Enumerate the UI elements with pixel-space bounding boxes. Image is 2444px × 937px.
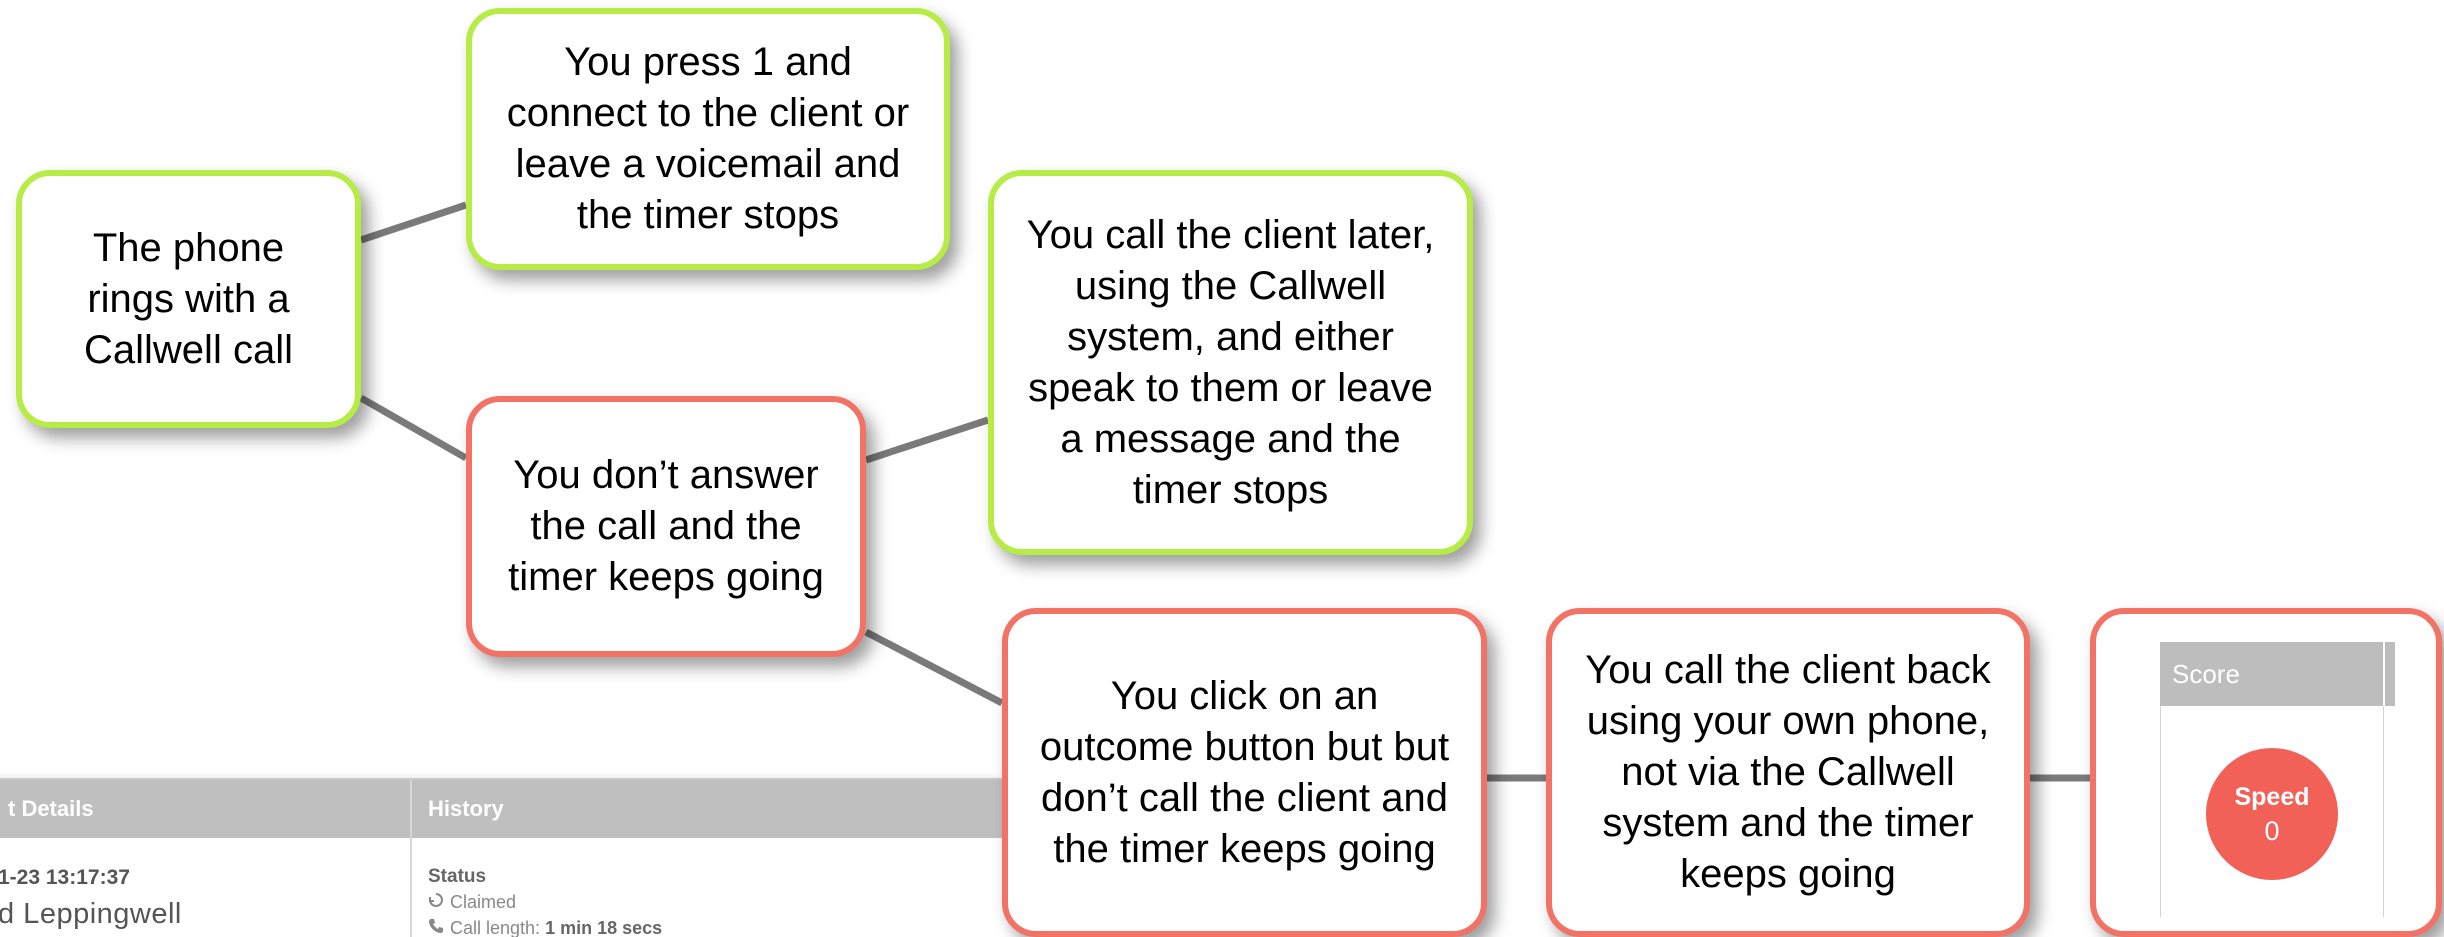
client-name: d Leppingwell — [0, 898, 182, 930]
speed-value: 0 — [2264, 816, 2280, 846]
score-card: Score Speed 0 — [2160, 642, 2395, 917]
call-timestamp: 1-23 13:17:37 — [0, 866, 130, 889]
score-card-border — [2383, 706, 2384, 917]
status-label: Status — [428, 866, 487, 887]
speed-label: Speed — [2234, 783, 2310, 811]
node-outcome-no-call: You click on an outcome button but but d… — [1002, 608, 1487, 937]
status-value: Claimed — [450, 892, 517, 912]
score-header: Score — [2160, 642, 2383, 706]
score-card-border — [2160, 706, 2161, 917]
claimed-icon — [428, 892, 450, 913]
connector-rings-to-press1 — [359, 201, 468, 244]
status-row: Claimed — [428, 892, 516, 913]
history-column-header: History — [412, 780, 1072, 838]
phone-icon — [428, 918, 450, 937]
node-phone-rings: The phone rings with a Callwell call — [16, 170, 361, 428]
node-dont-answer: You don’t answer the call and the timer … — [466, 396, 866, 657]
call-length-label: Call length: — [450, 918, 546, 937]
node-own-phone: You call the client back using your own … — [1546, 608, 2030, 937]
connector-dont-answer-to-outcome — [864, 628, 1004, 707]
column-divider — [410, 780, 412, 937]
connector-rings-to-dont-answer — [359, 394, 468, 462]
details-column-header: t Details — [0, 780, 410, 838]
connector-dont-answer-to-call-later — [864, 416, 990, 464]
call-length-value: 1 min 18 secs — [545, 918, 663, 937]
node-call-later: You call the client later, using the Cal… — [988, 170, 1473, 555]
speed-badge: Speed 0 — [2206, 748, 2338, 880]
call-length-row: Call length: 1 min 18 secs — [428, 918, 662, 937]
score-header-tab — [2385, 642, 2395, 706]
node-score-widget: Score Speed 0 — [2090, 608, 2442, 937]
node-press-1: You press 1 and connect to the client or… — [466, 8, 950, 270]
crm-call-details-panel: t Details History 1-23 13:17:37 d Leppin… — [0, 778, 1074, 937]
